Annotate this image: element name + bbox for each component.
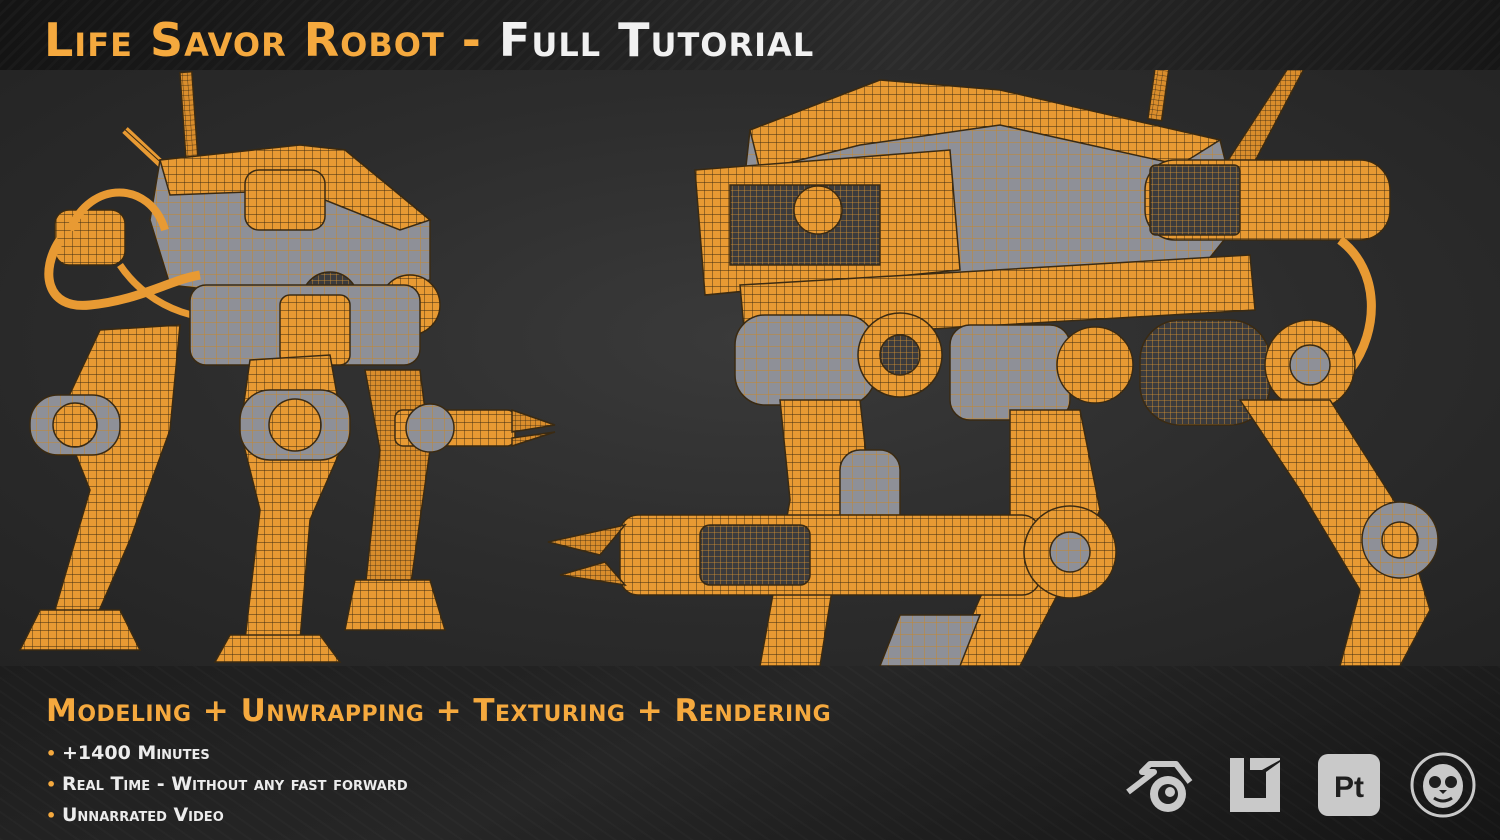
substance-designer-icon (1222, 752, 1288, 818)
workflow-subtitle: Modeling + Unwrapping + Texturing + Rend… (46, 693, 832, 729)
feature-text: Real Time - Without any fast forward (62, 773, 408, 795)
blender-icon (1124, 752, 1193, 818)
bullet-icon: • (46, 806, 57, 825)
bullet-icon: • (46, 775, 57, 794)
list-item: • Real Time - Without any fast forward (46, 769, 408, 800)
list-item: • Unnarrated Video (46, 800, 408, 831)
feature-list: • +1400 Minutes • Real Time - Without any … (46, 738, 408, 831)
robot-perspective-view (547, 70, 1439, 666)
painter-label: Pt (1334, 771, 1364, 804)
title-bar (0, 0, 1500, 70)
list-item: • +1400 Minutes (46, 738, 408, 769)
title-rest: Full Tutorial (498, 13, 815, 67)
software-logos: Pt (1124, 752, 1476, 822)
bullet-icon: • (46, 744, 57, 763)
robot-renders (18, 70, 1439, 666)
monkey-skull-icon (1410, 752, 1476, 818)
page-title: Life Savor Robot - Full Tutorial (44, 14, 814, 66)
render-stage (0, 70, 1500, 666)
feature-text: Unnarrated Video (62, 804, 224, 826)
feature-text: +1400 Minutes (62, 742, 210, 764)
substance-painter-icon: Pt (1316, 752, 1382, 818)
robot-front-view (18, 70, 556, 663)
title-accent: Life Savor Robot - (44, 13, 499, 67)
